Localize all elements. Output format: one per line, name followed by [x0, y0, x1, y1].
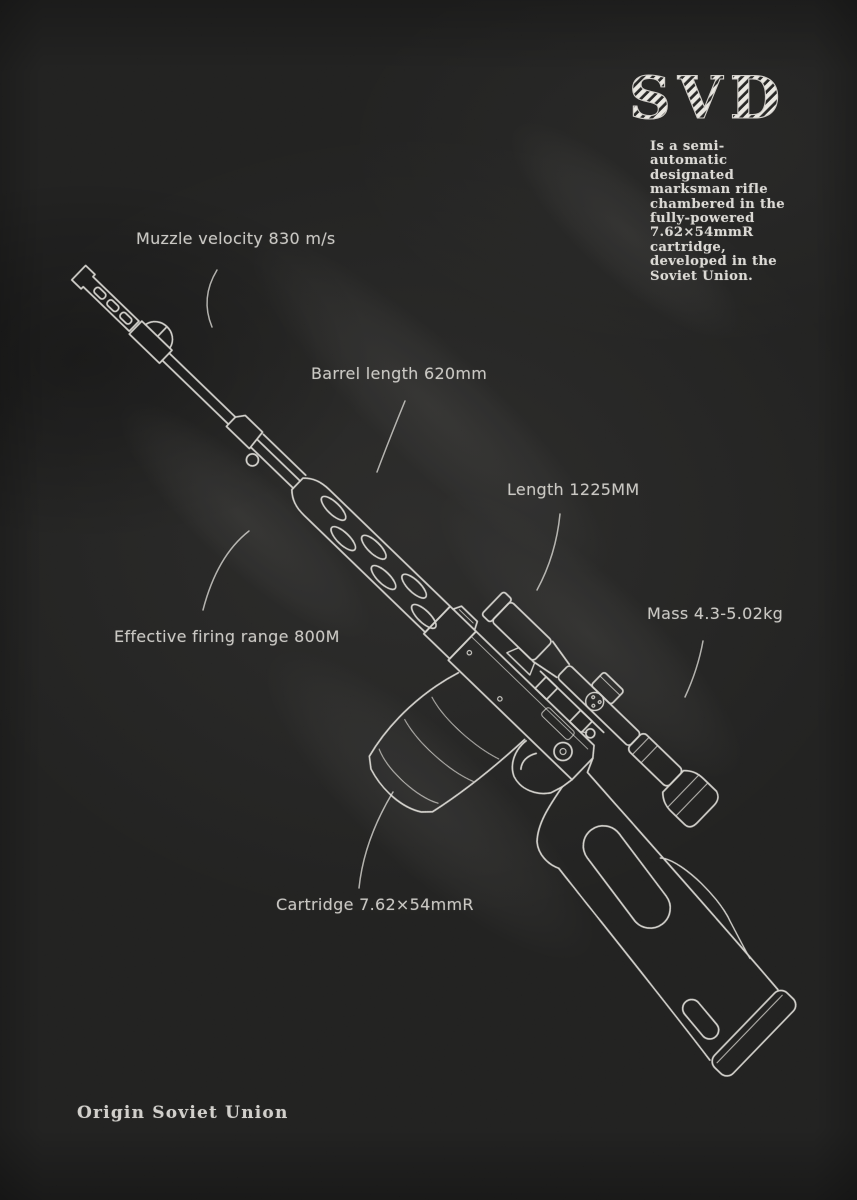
leader-mass	[684, 640, 704, 698]
flash-hider	[70, 264, 140, 333]
annotation-effective-range: Effective firing range 800M	[114, 627, 340, 646]
handguard	[290, 477, 452, 634]
leader-muzzle-velocity	[206, 269, 218, 328]
leader-overall-length	[536, 513, 561, 591]
annotation-barrel-length: Barrel length 620mm	[311, 364, 488, 383]
description-text: Is a semi- automatic designated marksman…	[650, 139, 785, 284]
annotation-overall-length: Length 1225MM	[507, 480, 640, 499]
annotation-mass: Mass 4.3-5.02kg	[647, 604, 784, 623]
leader-effective-range	[202, 530, 250, 611]
scope-mount-front	[534, 675, 559, 701]
chalk-smudge	[46, 329, 444, 711]
sling-swivel	[245, 453, 260, 467]
page-title: SVD	[629, 64, 787, 132]
rear-sight	[422, 605, 479, 660]
stock-slot	[681, 998, 720, 1040]
annotation-muzzle-velocity: Muzzle velocity 830 m/s	[136, 229, 336, 248]
safety-lever-pin	[553, 741, 573, 762]
poster-title-block: SVD	[628, 63, 787, 132]
turret-dial	[584, 691, 605, 712]
charging-handle	[584, 728, 596, 739]
barrel	[161, 352, 307, 490]
origin-label: Origin Soviet Union	[77, 1103, 289, 1123]
stock	[536, 757, 797, 1077]
rifle-drawing	[70, 264, 797, 1077]
elevation-turret	[591, 671, 624, 705]
leader-lines	[202, 269, 704, 889]
leader-cartridge	[358, 791, 394, 889]
receiver	[447, 630, 596, 781]
trigger	[520, 752, 538, 771]
front-sight	[128, 320, 174, 365]
objective-bell	[492, 601, 552, 661]
annotation-cartridge: Cartridge 7.62×54mmR	[276, 895, 474, 914]
eyepiece	[627, 732, 683, 787]
chalk-smudge	[152, 138, 708, 672]
battery-housing	[506, 646, 536, 676]
objective-ring	[481, 591, 512, 623]
leader-barrel-length	[376, 400, 406, 473]
butt-pad	[711, 989, 797, 1077]
eyecup	[661, 769, 719, 828]
scope-tube	[557, 665, 641, 747]
thumbhole	[582, 824, 672, 929]
chalk-smudge	[348, 402, 832, 868]
scope-mount-rear	[568, 709, 594, 734]
magazine	[368, 671, 526, 813]
trigger-guard	[511, 739, 564, 795]
